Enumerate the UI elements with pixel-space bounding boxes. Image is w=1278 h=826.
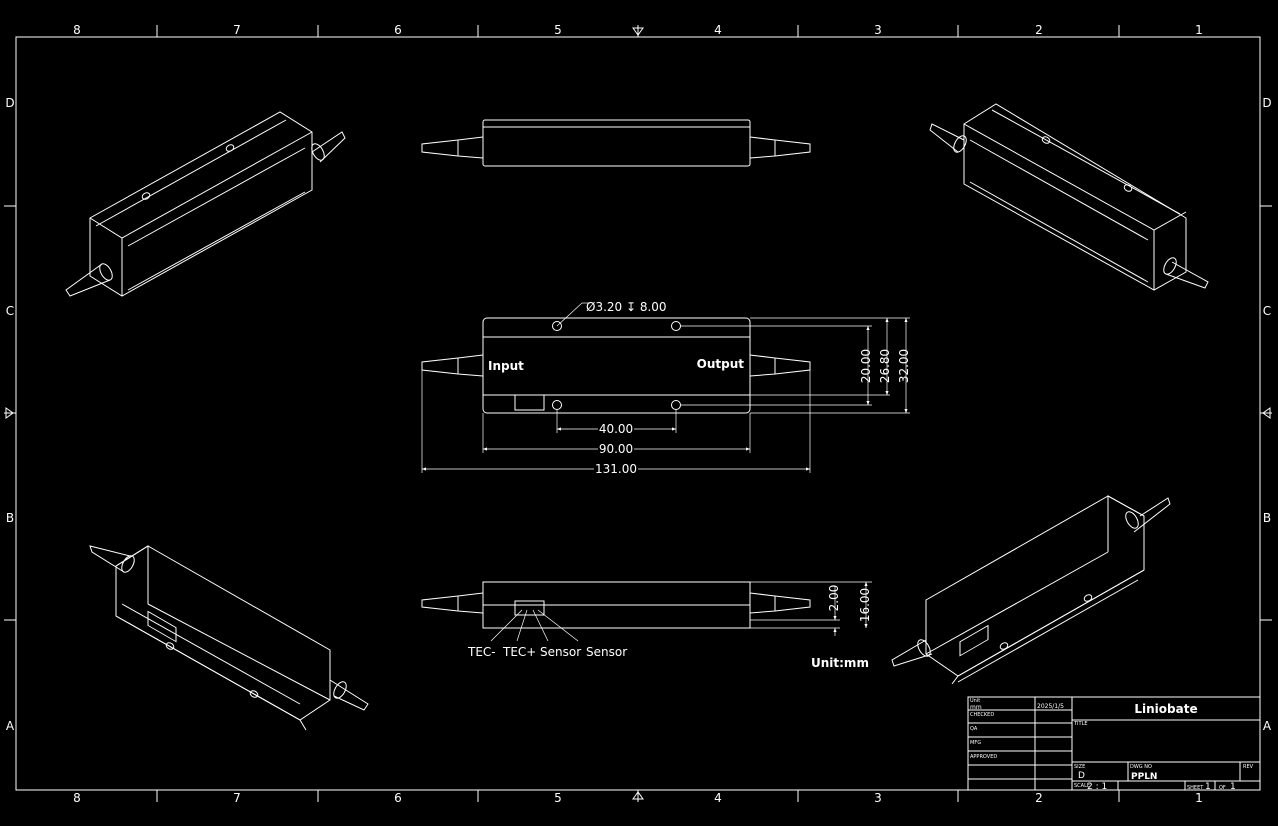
mount-hole: [671, 400, 681, 410]
tb-mfg: MFG: [970, 740, 981, 746]
front-view: Ø3.20 ↧ 8.00 Input Output 40.00 90.00 13…: [421, 300, 911, 476]
input-label: Input: [488, 359, 524, 373]
tb-size-label: SIZE: [1074, 764, 1085, 770]
title-block: Unit mm 2025/1/5 CHECKED QA MFG APPROVED…: [967, 696, 1261, 792]
row-label-right: B: [1263, 511, 1271, 525]
dim-2-text: 2.00: [827, 585, 841, 612]
iso-view-bottom-right: [891, 495, 1171, 685]
row-label-left: C: [6, 304, 14, 318]
tb-date: 2025/1/5: [1037, 703, 1064, 710]
row-label-left: B: [6, 511, 14, 525]
tb-of-label: OF: [1219, 785, 1226, 791]
col-label: 3: [874, 791, 882, 805]
tb-qa: QA: [970, 726, 978, 732]
mount-hole: [671, 321, 681, 331]
col-label: 5: [554, 791, 562, 805]
top-view: [421, 119, 811, 167]
row-labels: D C B A D C B A: [5, 96, 1272, 733]
col-label: 1: [1195, 23, 1203, 37]
tb-sheet-value: 1: [1205, 782, 1211, 792]
centering-marks: [4, 25, 1272, 802]
iso-view-top-left: [65, 111, 346, 297]
col-label: 7: [233, 791, 241, 805]
pin-label: Sensor: [586, 645, 627, 659]
tb-sheet-label: SHEET: [1187, 785, 1204, 791]
dim-2: 2.00: [750, 585, 841, 636]
dim-40: 40.00: [556, 410, 677, 436]
dim-20-text: 20.00: [859, 349, 873, 383]
pin-label: TEC-: [467, 645, 496, 659]
col-label: 2: [1035, 23, 1043, 37]
dim-131: 131.00: [421, 370, 811, 476]
row-ticks: [4, 205, 1272, 621]
tb-unit-label: Unit: [970, 698, 980, 704]
column-ticks: [156, 25, 1120, 802]
border-frame: 8 7 6 5 4 3 2 1 8 7 6 5 4 3 2 1 D C B A …: [4, 23, 1272, 805]
hole-callout: Ø3.20 ↧ 8.00: [586, 300, 667, 314]
column-labels-top: 8 7 6 5 4 3 2 1: [73, 23, 1203, 37]
tb-scale-label: SCALE: [1074, 783, 1090, 789]
dim-90-text: 90.00: [599, 442, 633, 456]
col-label: 6: [394, 23, 402, 37]
dim-16: 16.00: [750, 581, 872, 628]
dim-20: 20.00: [680, 325, 873, 406]
tb-of-value: 1: [1230, 782, 1236, 792]
col-label: 8: [73, 791, 81, 805]
dim-26-8-text: 26.80: [878, 349, 892, 383]
dim-90: 90.00: [482, 413, 751, 456]
col-label: 8: [73, 23, 81, 37]
tb-size-value: D: [1078, 771, 1085, 781]
col-label: 1: [1195, 791, 1203, 805]
tb-approved: APPROVED: [970, 754, 997, 760]
tb-dwg-value: PPLN: [1131, 772, 1157, 782]
col-label: 3: [874, 23, 882, 37]
dim-32: 32.00: [750, 318, 911, 414]
col-label: 6: [394, 791, 402, 805]
row-label-right: D: [1262, 96, 1271, 110]
col-label: 4: [714, 23, 722, 37]
dim-26-8: 26.80: [750, 317, 910, 396]
iso-view-top-right: [929, 103, 1209, 291]
row-label-right: C: [1263, 304, 1271, 318]
tb-title-label: TITLE: [1073, 721, 1088, 727]
iso-view-bottom-left: [89, 545, 369, 731]
mount-hole: [552, 400, 562, 410]
dim-32-text: 32.00: [897, 349, 911, 383]
mount-hole: [552, 321, 562, 331]
tb-dwg-label: DWG NO: [1130, 764, 1152, 770]
tb-title-header: Liniobate: [1134, 702, 1197, 716]
bottom-view: TEC- TEC+ Sensor Sensor 2.00 16.00 Unit:…: [421, 581, 872, 670]
output-label: Output: [697, 357, 745, 371]
dim-131-text: 131.00: [595, 462, 637, 476]
tb-rev-label: REV: [1243, 764, 1254, 770]
tb-checked: CHECKED: [970, 712, 994, 718]
col-label: 4: [714, 791, 722, 805]
pin-label: Sensor: [540, 645, 581, 659]
pin-label: TEC+: [502, 645, 536, 659]
row-label-left: A: [6, 719, 15, 733]
row-label-left: D: [5, 96, 14, 110]
unit-label: Unit:mm: [811, 656, 869, 670]
col-label: 7: [233, 23, 241, 37]
dim-40-text: 40.00: [599, 422, 633, 436]
column-labels-bottom: 8 7 6 5 4 3 2 1: [73, 791, 1203, 805]
row-label-right: A: [1263, 719, 1272, 733]
tb-unit-value: mm: [970, 704, 982, 711]
col-label: 2: [1035, 791, 1043, 805]
tb-scale-value: 2 : 1: [1087, 782, 1107, 792]
dim-16-text: 16.00: [858, 588, 872, 622]
col-label: 5: [554, 23, 562, 37]
